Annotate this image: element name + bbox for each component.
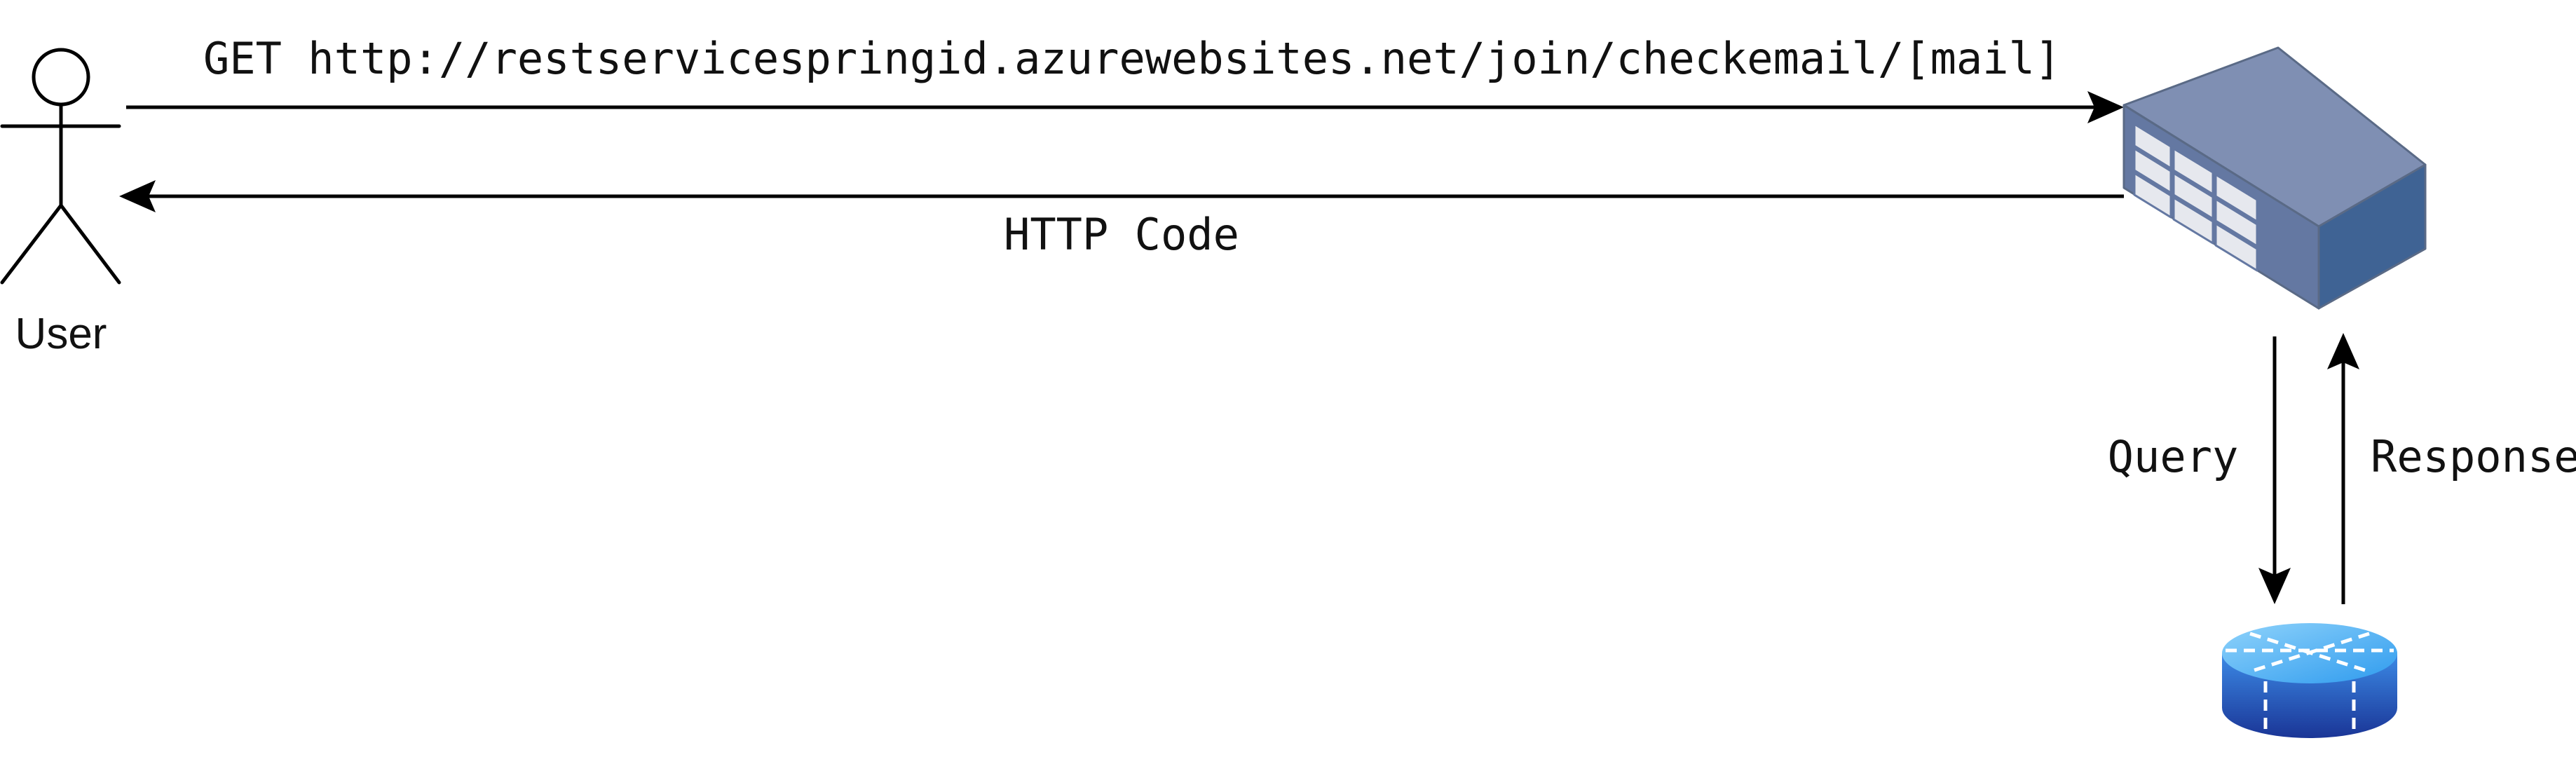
database-node [2222,623,2397,738]
request-arrowhead [2087,91,2124,123]
query-edge: Query [2108,336,2291,604]
http-code-label: HTTP Code [1004,209,1239,260]
database-router-icon [2222,623,2397,738]
server-rack-icon [2122,46,2427,310]
http-code-edge: HTTP Code [119,180,2124,260]
user-label: User [15,310,107,358]
query-arrowhead [2258,568,2291,604]
query-label: Query [2108,431,2239,482]
db-response-arrowhead [2327,333,2359,369]
server-side-face [2317,163,2427,310]
db-response-label: Response [2371,431,2576,482]
user-actor: User [0,48,121,358]
request-label: GET http://restservicespringid.azurewebs… [203,33,2061,84]
server-drive-bays [2133,123,2258,272]
stick-figure-user-icon [0,48,121,285]
database-dashed-lines [2226,632,2394,735]
server-node [2122,46,2427,310]
http-code-arrowhead [119,180,156,212]
request-edge: GET http://restservicespringid.azurewebs… [126,33,2124,123]
db-response-edge: Response [2327,333,2576,604]
